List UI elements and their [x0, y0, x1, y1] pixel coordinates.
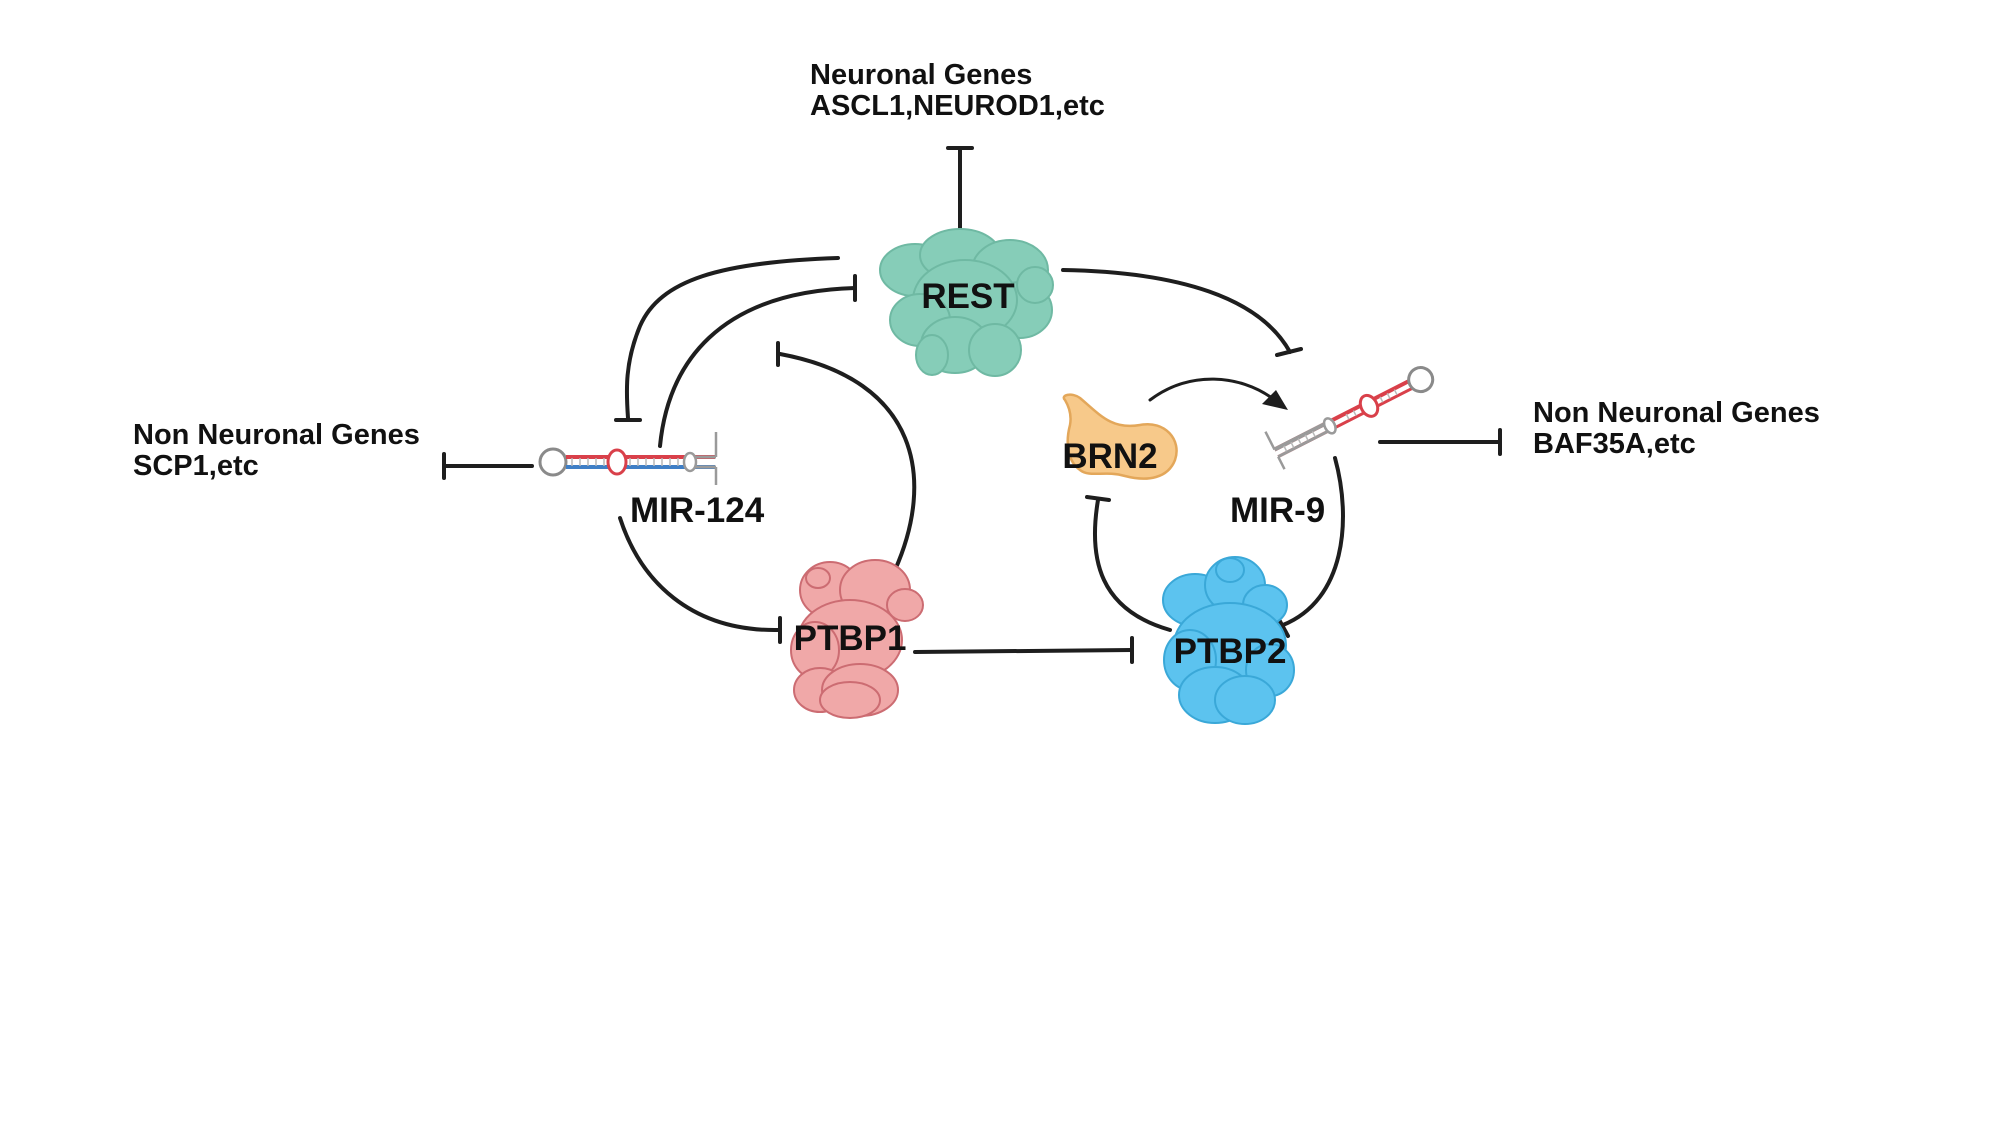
- ptbp2-label: PTBP2: [1174, 632, 1287, 671]
- neuronal-genes-title: Neuronal Genes: [810, 59, 1032, 91]
- brn2-label: BRN2: [1062, 437, 1157, 476]
- rest-protein-icon: [879, 228, 1054, 377]
- brn2-protein-icon: [1062, 393, 1178, 480]
- mir9-label: MIR-9: [1230, 491, 1325, 530]
- rest-node: REST: [879, 228, 1054, 377]
- non-neuronal-genes-right-label: Non Neuronal Genes BAF35A,etc: [1533, 397, 1820, 460]
- ptbp2-protein-icon: [1162, 556, 1295, 725]
- edge-rest-inhibits-mir124: [614, 256, 840, 422]
- non-neuronal-genes-left-examples: SCP1,etc: [133, 450, 259, 482]
- edge-brn2-activates-mir9: [1148, 377, 1288, 410]
- edge-ptbp1-inhibits-ptbp2: [913, 636, 1134, 664]
- neuronal-genes-label: Neuronal Genes ASCL1,NEUROD1,etc: [810, 59, 1105, 122]
- mir9-node: MIR-9: [1230, 366, 1435, 530]
- non-neuronal-genes-right-title: Non Neuronal Genes: [1533, 397, 1820, 429]
- ptbp1-label: PTBP1: [794, 619, 907, 658]
- mir124-label: MIR-124: [630, 491, 765, 530]
- edge-mir124-inhibits-ptbp1: [618, 516, 782, 644]
- mir124-microrna-hairpin-icon: [538, 432, 718, 485]
- brn2-node: BRN2: [1062, 393, 1178, 480]
- rest-label: REST: [921, 277, 1014, 316]
- edge-ptbp1-inhibits-rest: [776, 341, 917, 572]
- edge-rest-inhibits-mir9: [1061, 268, 1303, 357]
- non-neuronal-genes-right-examples: BAF35A,etc: [1533, 428, 1696, 460]
- ptbp1-node: PTBP1: [790, 559, 924, 719]
- neuronal-genes-examples: ASCL1,NEUROD1,etc: [810, 90, 1105, 122]
- edge-ptbp2-inhibits-brn2: [1085, 495, 1172, 632]
- edges: [442, 146, 1502, 664]
- mir124-node: MIR-124: [538, 432, 765, 530]
- non-neuronal-genes-left-label: Non Neuronal Genes SCP1,etc: [133, 419, 420, 482]
- mir9-microrna-hairpin-icon: [1264, 366, 1435, 470]
- non-neuronal-genes-left-title: Non Neuronal Genes: [133, 419, 420, 451]
- edge-mir9-inhibits-non-neuronal-genes: [1378, 428, 1502, 456]
- ptbp1-protein-icon: [790, 559, 924, 719]
- edge-rest-inhibits-neuronal-genes: [946, 146, 974, 230]
- edge-mir124-inhibits-rest: [658, 274, 857, 448]
- ptbp2-node: PTBP2: [1162, 556, 1295, 725]
- edge-mir124-inhibits-non-neuronal-genes: [442, 452, 534, 480]
